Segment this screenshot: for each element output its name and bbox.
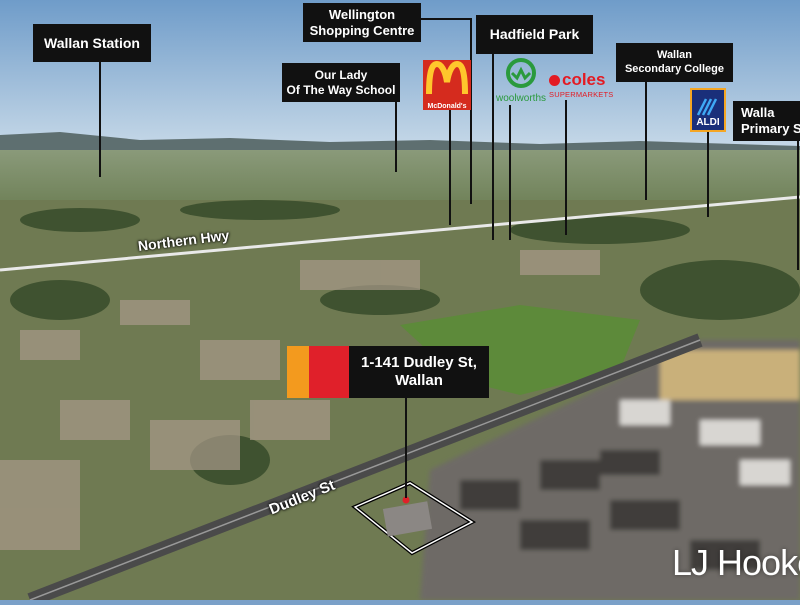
northern-hwy-road — [0, 195, 800, 272]
pin-aldi — [707, 132, 709, 217]
label-secondary-line1: Wallan — [656, 49, 693, 62]
property-pin-dot — [402, 496, 410, 504]
pin-mcdonalds — [449, 110, 451, 225]
coles-dot-icon — [549, 74, 560, 86]
woolworths-text: woolworths — [495, 93, 547, 104]
woolworths-icon — [506, 58, 536, 88]
new-estate — [420, 340, 800, 600]
property-accent-red — [309, 346, 349, 398]
aldi-logo: ALDI — [690, 88, 726, 132]
property-house — [382, 501, 433, 537]
label-our-lady: Our Lady Of The Way School — [282, 63, 400, 102]
coles-logo: coles SUPERMARKETS — [549, 70, 615, 100]
woolworths-logo: woolworths — [493, 58, 549, 106]
pin-wellington-h — [420, 18, 472, 20]
label-primary-line2: Primary S — [741, 121, 800, 136]
aldi-text: ALDI — [696, 117, 720, 128]
pin-property — [405, 398, 407, 498]
pin-our-lady — [395, 102, 397, 172]
label-property-address: 1-141 Dudley St, Wallan — [349, 346, 489, 398]
coles-text: coles — [562, 70, 606, 89]
label-secondary-college: Wallan Secondary College — [616, 43, 733, 82]
mcdonalds-logo: McDonald's — [423, 60, 471, 110]
label-wellington-line1: Wellington — [328, 6, 396, 22]
aldi-stripes-icon — [696, 98, 718, 116]
pin-coles — [565, 100, 567, 235]
mcdonalds-text: McDonald's — [427, 103, 467, 110]
mcdonalds-arches-icon — [426, 60, 468, 95]
agency-watermark: LJ Hooke — [672, 542, 800, 583]
label-our-lady-line2: Of The Way School — [286, 82, 396, 97]
label-primary-school: Walla Primary S — [733, 101, 800, 141]
coles-sub-text: SUPERMARKETS — [549, 90, 614, 99]
property-address-line1: 1-141 Dudley St, — [361, 354, 477, 371]
pin-woolworths — [509, 105, 511, 240]
label-our-lady-line1: Our Lady — [314, 68, 368, 83]
pin-wallan-station — [99, 62, 101, 177]
property-accent-orange — [287, 346, 309, 398]
label-wallan-station: Wallan Station — [33, 24, 151, 62]
pin-secondary — [645, 80, 647, 200]
pin-wellington — [470, 18, 472, 204]
property-boundary-inner — [353, 482, 474, 554]
label-wellington-line2: Shopping Centre — [309, 22, 415, 38]
label-secondary-line2: Secondary College — [624, 62, 725, 75]
pin-primary — [797, 140, 799, 270]
house-blocks — [0, 250, 600, 550]
label-hadfield-park-text: Hadfield Park — [489, 26, 580, 43]
pin-hadfield — [492, 54, 494, 240]
label-hadfield-park: Hadfield Park — [476, 15, 593, 54]
label-wellington: Wellington Shopping Centre — [303, 3, 421, 42]
label-wallan-station-text: Wallan Station — [44, 34, 140, 51]
label-primary-line1: Walla — [741, 105, 775, 121]
property-address-line2: Wallan — [395, 372, 443, 389]
